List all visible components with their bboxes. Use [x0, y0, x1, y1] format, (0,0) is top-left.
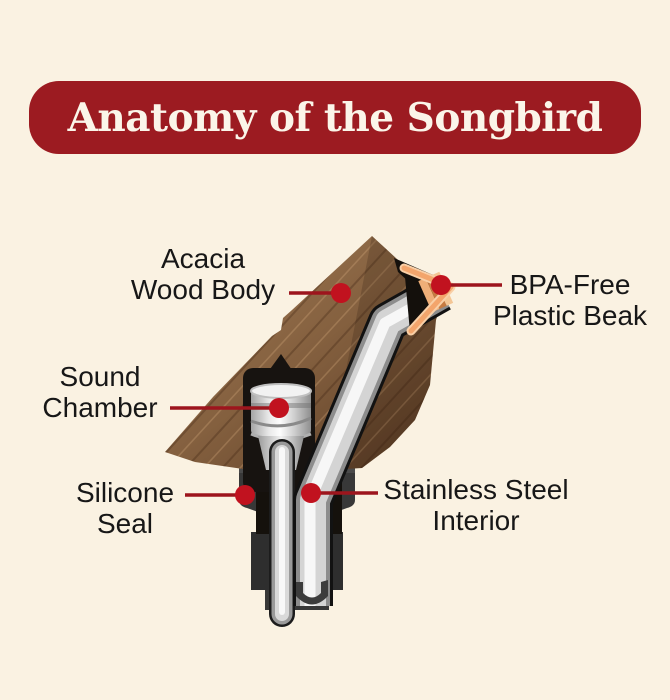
tube-cross-section [296, 580, 328, 605]
callout-dot-stainless-steel [301, 483, 321, 503]
label-line: Silicone [75, 477, 175, 508]
title-banner: Anatomy of the Songbird [29, 81, 641, 154]
label-acacia-wood-body: Acacia Wood Body [88, 243, 318, 305]
label-line: Interior [432, 505, 520, 536]
label-line: Seal [96, 508, 154, 539]
label-sound-chamber: Sound Chamber [0, 361, 200, 423]
label-silicone-seal: Silicone Seal [25, 477, 225, 539]
label-line: BPA-Free [509, 269, 631, 300]
callout-dot-plastic-beak [431, 275, 451, 295]
label-stainless-steel-interior: Stainless Steel Interior [366, 474, 586, 536]
page-title: Anatomy of the Songbird [67, 94, 603, 141]
callout-dot-wood-body [331, 283, 351, 303]
label-line: Acacia [160, 243, 246, 274]
label-line: Plastic Beak [492, 300, 648, 331]
label-line: Chamber [42, 392, 158, 423]
callout-dots [235, 275, 451, 505]
label-line: Wood Body [130, 274, 276, 305]
label-line: Sound [59, 361, 141, 392]
label-bpa-free-plastic-beak: BPA-Free Plastic Beak [470, 269, 670, 331]
label-line: Stainless Steel [383, 474, 569, 505]
callout-dot-sound-chamber [269, 398, 289, 418]
callout-dot-silicone-seal [235, 485, 255, 505]
